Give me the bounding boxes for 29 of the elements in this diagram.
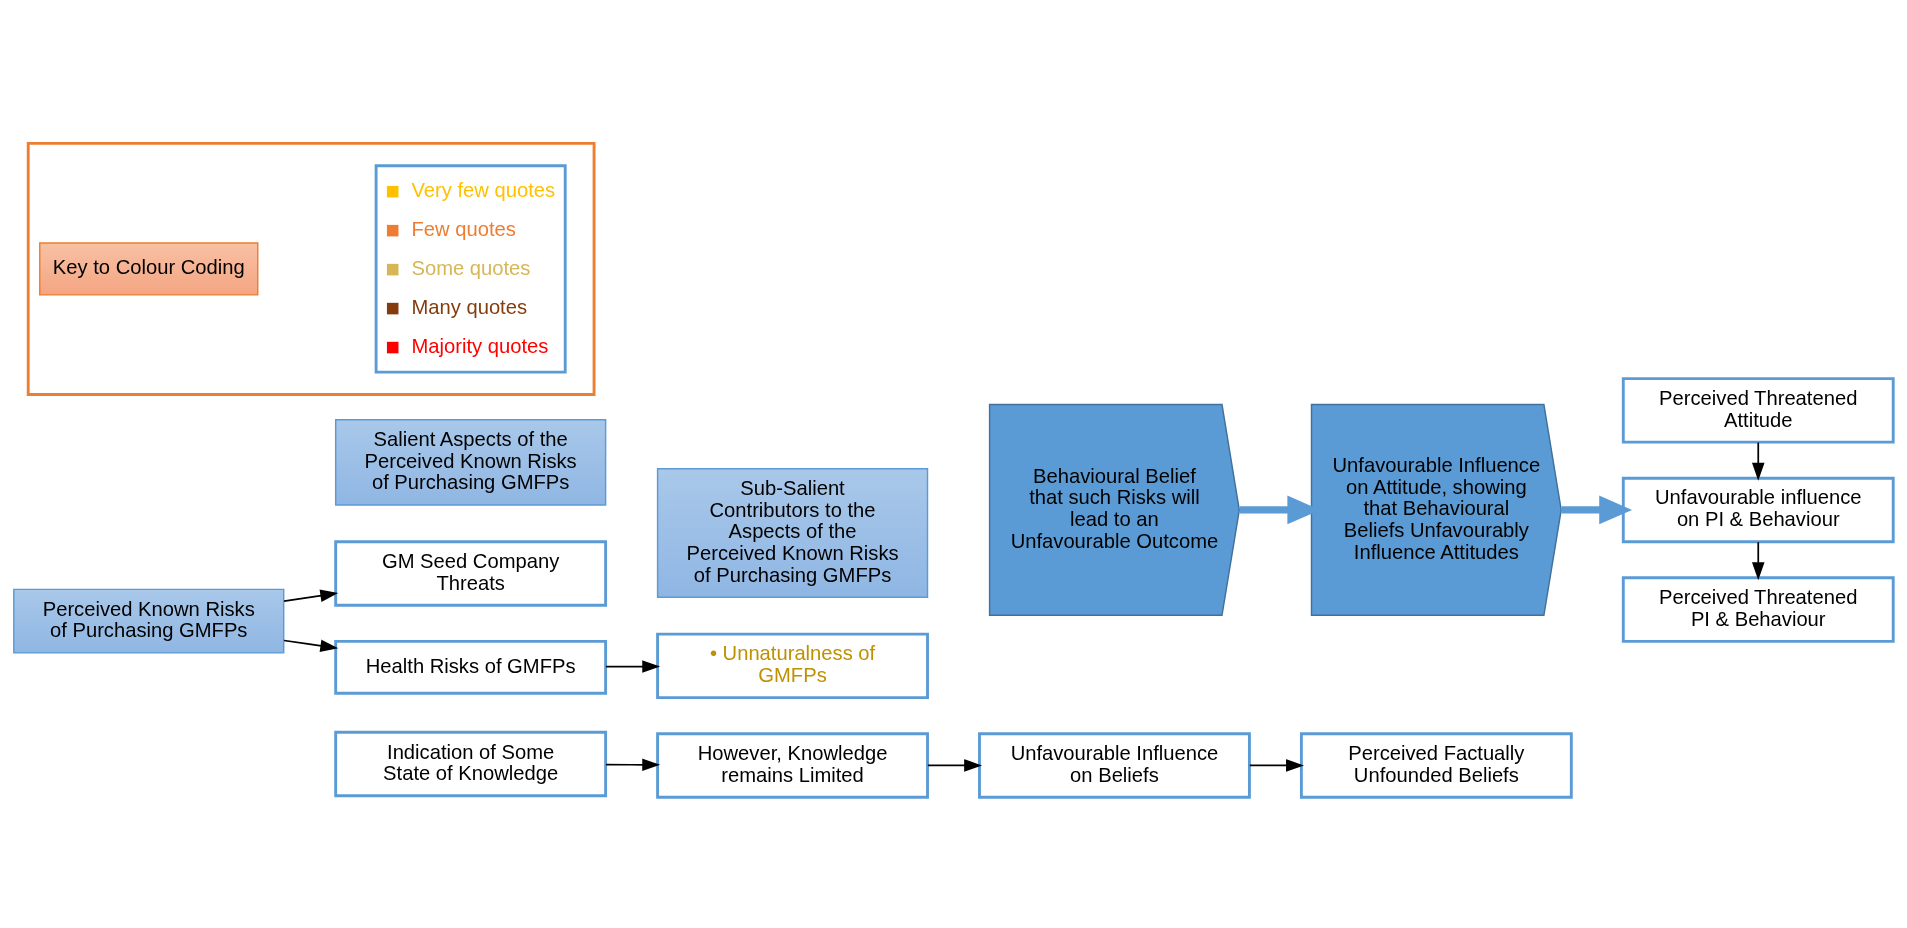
cluster [26, 141, 596, 396]
node-box: Key to Colour Coding [39, 241, 259, 296]
node-box: Unfavourable Influence on Beliefs [978, 731, 1251, 799]
arrow [283, 589, 339, 602]
node-box: Health Risks of GMFPs [334, 639, 608, 695]
legend-label: Many quotes [411, 295, 528, 318]
legend-label: Some quotes [411, 256, 531, 279]
node-box: GM Seed Company Threats [334, 539, 608, 607]
node-box: Perceived Threatened Attitude [1621, 376, 1895, 444]
node-box: Unfavourable influence on PI & Behaviour [1621, 476, 1895, 543]
arrow [927, 758, 983, 772]
legend-label: Few quotes [411, 217, 516, 240]
node-box: However, Knowledge remains Limited [656, 731, 929, 799]
arrow [1752, 540, 1765, 580]
legend-label: Majority quotes [411, 334, 549, 357]
node-box: Sub-Salient Contributors to the Aspects of the Perceived Known Risks of Purchasing GMFPs [656, 467, 929, 598]
node-box: Perceived Factually Unfounded Beliefs [1299, 731, 1573, 799]
arrow [1752, 441, 1765, 481]
arrow [283, 639, 339, 652]
arrow [1248, 758, 1304, 772]
node-box: Indication of Some State of Knowledge [334, 730, 608, 797]
node-box: Perceived Known Risks of Purchasing GMFPs [13, 588, 285, 654]
arrow [1561, 495, 1633, 524]
legend-label: Very few quotes [411, 178, 556, 201]
arrow [605, 659, 661, 673]
node-box: • Unnaturalness of GMFPs [656, 632, 929, 699]
arrow [605, 758, 661, 771]
node-box: Salient Aspects of the Perceived Known Risks of Purchasing GMFPs [334, 418, 607, 506]
node-box: Perceived Threatened PI & Behaviour [1621, 575, 1895, 643]
